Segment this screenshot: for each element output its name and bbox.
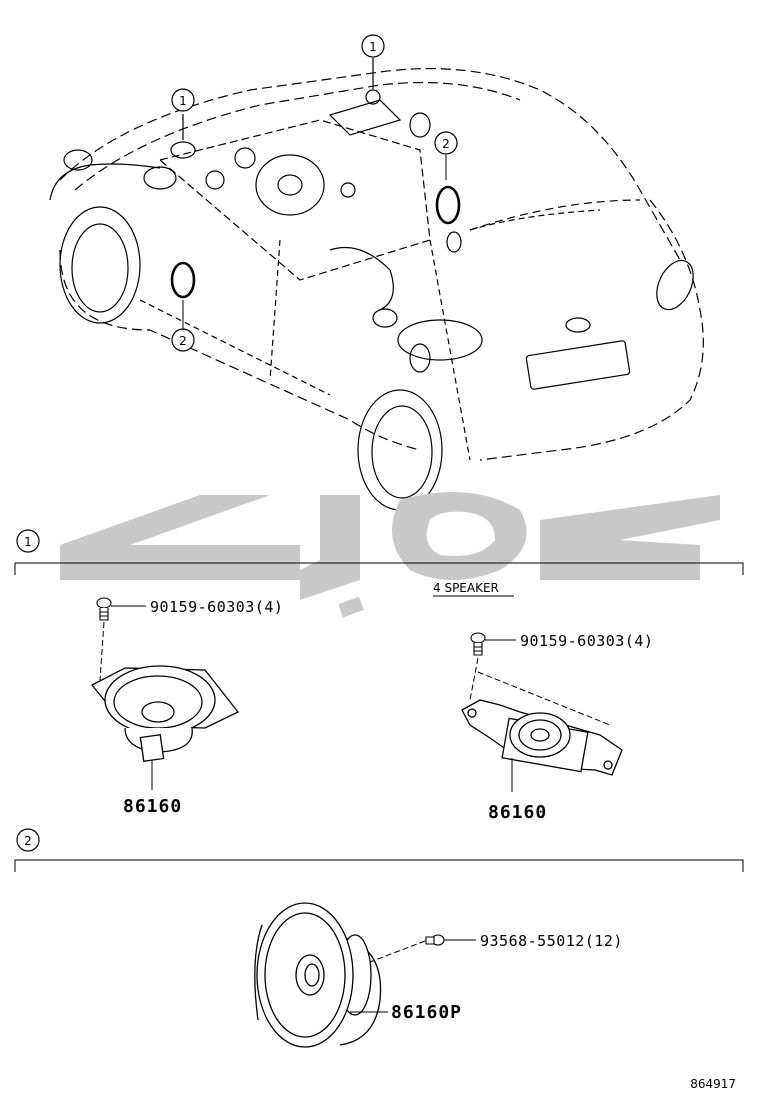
screw-icon <box>96 597 112 621</box>
section-1-right-group: 90159-60303(4) 86160 <box>461 632 653 823</box>
callout-2-left: 2 <box>171 328 195 352</box>
front-door-speaker-ring <box>170 261 196 299</box>
svg-text:2: 2 <box>442 137 450 151</box>
bracket-tweeter-icon <box>461 699 623 776</box>
screw-icon <box>470 632 486 656</box>
watermark-logo <box>60 492 720 618</box>
vehicle-illustration <box>49 58 704 511</box>
rear-door-speaker-ring <box>435 185 461 225</box>
door-speaker-icon <box>254 902 382 1048</box>
section-2-header: 2 <box>14 828 744 872</box>
svg-text:2: 2 <box>179 334 187 348</box>
screw-icon <box>425 934 445 946</box>
screw-part-number: 90159-60303(4) <box>150 598 283 616</box>
variant-label: 4 SPEAKER <box>433 581 499 595</box>
screw-part-number: 93568-55012(12) <box>480 932 623 950</box>
callout-1-top-left: 1 <box>171 88 195 112</box>
screw-part-number: 90159-60303(4) <box>520 632 653 650</box>
callout-1-top-center: 1 <box>361 34 385 58</box>
callout-2-right: 2 <box>434 131 458 155</box>
speaker-part-number: 86160P <box>391 1002 462 1023</box>
svg-text:1: 1 <box>24 535 32 549</box>
door-speaker-rings <box>170 185 461 299</box>
figure-id: 864917 <box>690 1077 736 1091</box>
svg-text:1: 1 <box>369 40 377 54</box>
tweeter-speaker-icon <box>90 665 240 763</box>
section-2-group: 93568-55012(12) 86160P <box>254 902 623 1048</box>
speaker-part-number: 86160 <box>123 796 182 817</box>
speaker-part-number: 86160 <box>488 802 547 823</box>
section-1-header: 1 <box>14 529 744 575</box>
svg-text:2: 2 <box>24 834 32 848</box>
section-1-left-group: 90159-60303(4) 86160 <box>90 597 283 817</box>
svg-text:1: 1 <box>179 94 187 108</box>
